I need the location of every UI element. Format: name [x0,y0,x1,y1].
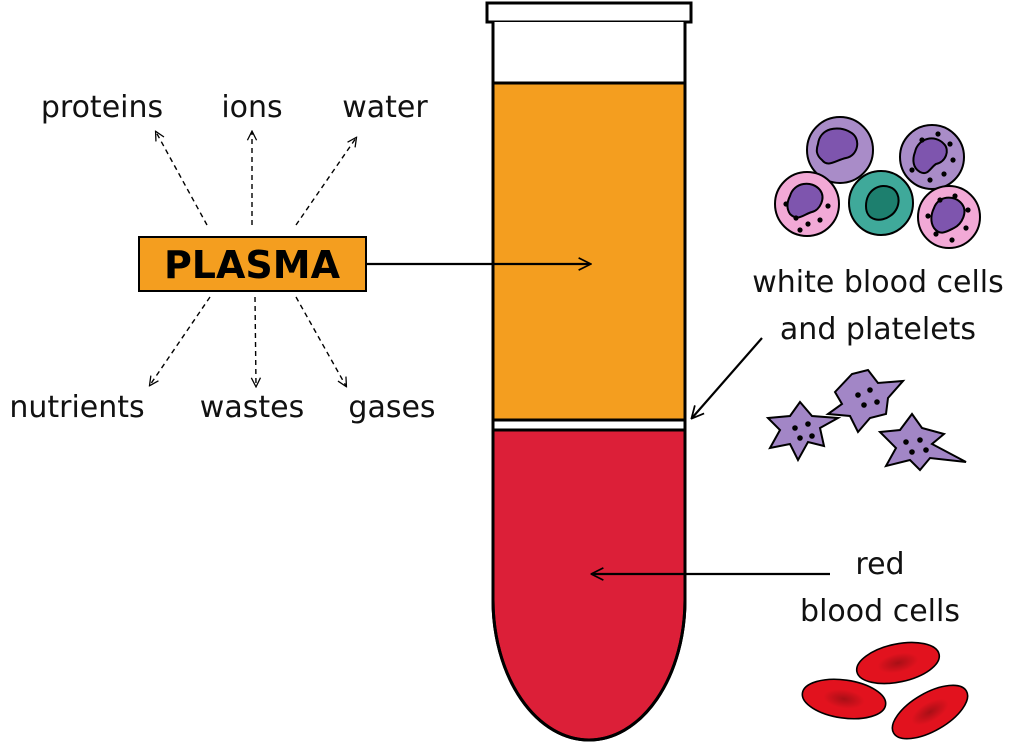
wbc-cell-5 [917,185,981,249]
wbc-cell-3 [774,171,840,237]
label-proteins: proteins [41,90,163,125]
platelet-2 [765,400,842,463]
label-wbc-line1: white blood cells [752,265,1004,300]
arrow-to-proteins [156,132,208,226]
wbc-cell-2 [899,124,965,190]
label-ions: ions [221,90,282,125]
label-rbc-line1: red [855,547,904,582]
arrow-to-wastes [255,296,256,386]
red-blood-cells [801,641,969,740]
red-cell-layer [491,428,687,742]
label-nutrients: nutrients [9,390,144,425]
tube-outline [491,22,687,742]
white-blood-cells [774,116,981,249]
wbc-cell-4 [848,170,914,236]
platelet-3 [877,412,967,472]
wbc-arrow [692,337,763,418]
tube-cap [485,1,693,24]
rbc-cell-3 [891,684,969,740]
plasma-layer [491,81,687,422]
plasma-label: PLASMA [164,243,341,287]
plasma-component-arrows [150,132,356,386]
arrow-to-water [295,138,356,226]
rbc-cell-1 [855,641,941,685]
test-tube [485,1,693,742]
label-wbc-line2: and platelets [780,312,976,347]
arrow-to-nutrients [150,296,211,385]
plasma-box: PLASMA [138,236,367,292]
rbc-cell-2 [801,678,887,720]
tube-empty-section [493,22,685,83]
arrow-to-gases [295,296,346,386]
label-rbc-line2: blood cells [800,594,960,629]
label-water: water [342,90,428,125]
label-wastes: wastes [200,390,304,425]
wbc-cell-1 [806,116,874,184]
platelet-1 [825,368,906,434]
platelets [765,368,967,472]
label-gases: gases [348,390,435,425]
